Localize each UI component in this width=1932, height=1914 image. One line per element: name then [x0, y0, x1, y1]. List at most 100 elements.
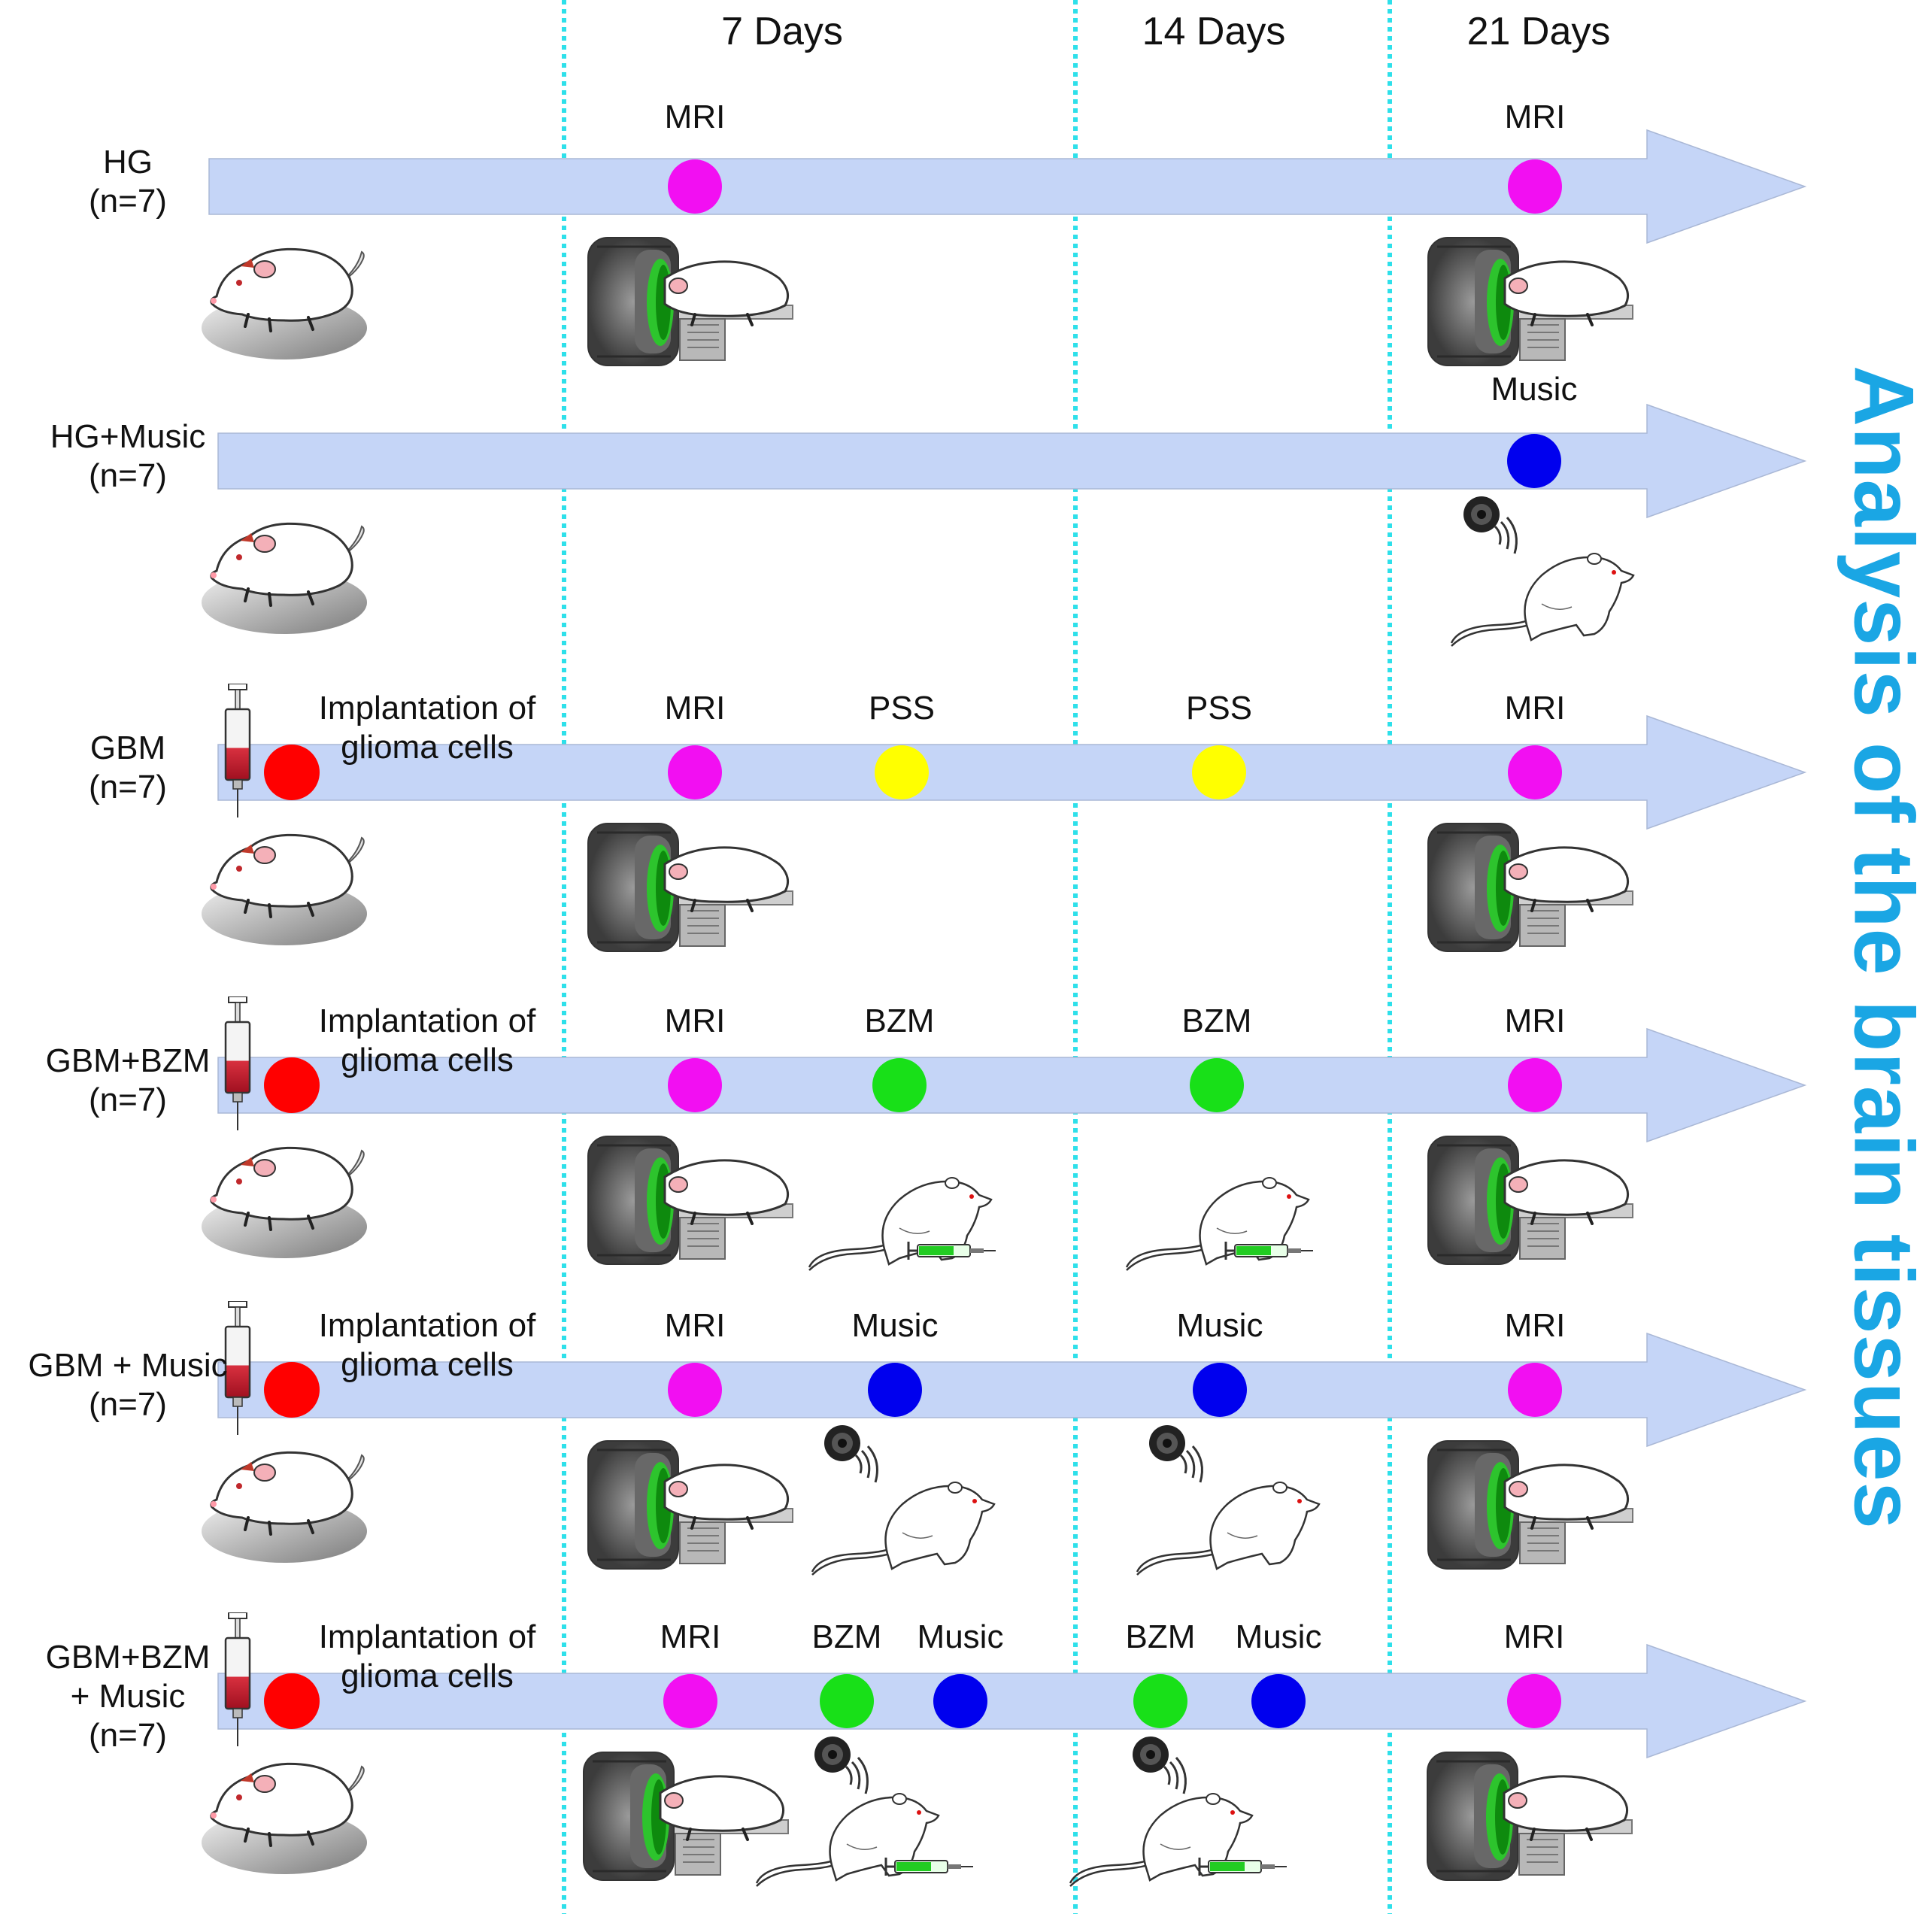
speaker-icon	[823, 1424, 878, 1484]
mri-label: MRI	[1504, 1002, 1566, 1039]
group-name: GBM + Music	[28, 1347, 228, 1384]
mri-scanner-icon	[1427, 1135, 1634, 1266]
syringe-icon	[1224, 1240, 1315, 1261]
group-name: GBM	[89, 730, 166, 766]
music-label: Music	[1491, 371, 1578, 408]
mri-marker	[668, 159, 722, 214]
mri-marker	[668, 1058, 722, 1112]
speaker-icon	[1462, 495, 1518, 555]
mri-scanner-icon	[587, 1439, 794, 1570]
rat-on-platform-icon	[200, 1451, 369, 1564]
mri-marker	[1507, 1674, 1561, 1728]
mri-label: MRI	[664, 690, 726, 726]
mri-scanner-icon	[1427, 822, 1634, 953]
bzm-label: BZM	[811, 1618, 882, 1655]
implantation-label: Implantation of	[318, 690, 536, 726]
group-name: (n=7)	[89, 1386, 167, 1423]
speaker-icon	[813, 1735, 869, 1795]
bzm-label: BZM	[1125, 1618, 1196, 1655]
mri-scanner-icon	[587, 822, 794, 953]
music-label: Music	[1235, 1618, 1322, 1655]
implantation-marker	[264, 1362, 320, 1418]
timeline-arrow	[217, 714, 1807, 830]
mri-label: MRI	[1504, 690, 1566, 726]
music-marker	[868, 1363, 922, 1417]
mri-scanner-icon	[587, 1135, 794, 1266]
implantation-label: glioma cells	[341, 1658, 514, 1694]
syringe-icon	[1198, 1856, 1288, 1877]
bzm-label: BZM	[864, 1002, 935, 1039]
rat-outline-icon	[1450, 552, 1635, 648]
timeline-arrow	[217, 403, 1807, 519]
rat-on-platform-icon	[200, 247, 369, 361]
group-name: (n=7)	[89, 1081, 167, 1118]
implantation-label: Implantation of	[318, 1002, 536, 1039]
mri-label: MRI	[664, 1307, 726, 1344]
implantation-marker	[264, 745, 320, 800]
implantation-marker	[264, 1673, 320, 1729]
timepoint-label: 14 Days	[1142, 10, 1286, 53]
music-marker	[933, 1674, 987, 1728]
analysis-label: Analysis of the brain tissues	[1805, 361, 1932, 1534]
implantation-label: glioma cells	[341, 1346, 514, 1383]
mri-scanner-icon	[587, 236, 794, 367]
rat-on-platform-icon	[200, 522, 369, 635]
timepoint-dividers	[562, 0, 1392, 1914]
pss-label: PSS	[1185, 690, 1253, 726]
implantation-label: glioma cells	[341, 1042, 514, 1078]
mri-marker	[1508, 1363, 1562, 1417]
mri-label: MRI	[1504, 1307, 1566, 1344]
mri-label: MRI	[664, 99, 726, 135]
group-name: (n=7)	[89, 183, 167, 220]
implantation-label: Implantation of	[318, 1307, 536, 1344]
rat-outline-icon	[811, 1481, 996, 1576]
music-label: Music	[851, 1307, 939, 1344]
mri-marker	[1508, 745, 1562, 799]
mri-label: MRI	[1503, 1618, 1565, 1655]
mri-label: MRI	[1504, 99, 1566, 135]
rat-on-platform-icon	[200, 833, 369, 947]
syringe-icon	[884, 1856, 975, 1877]
music-label: Music	[917, 1618, 1004, 1655]
bzm-marker	[872, 1058, 927, 1112]
timeline-arrow	[217, 1027, 1807, 1143]
group-name: (n=7)	[89, 457, 167, 494]
mri-scanner-icon	[1427, 1439, 1634, 1570]
mri-label: MRI	[660, 1618, 721, 1655]
rat-on-platform-icon	[200, 1762, 369, 1876]
rat-outline-icon	[1136, 1481, 1321, 1576]
music-marker	[1507, 434, 1561, 488]
mri-marker	[1508, 159, 1562, 214]
mri-label: MRI	[664, 1002, 726, 1039]
mri-marker	[668, 745, 722, 799]
mri-scanner-icon	[582, 1751, 790, 1882]
mri-scanner-icon	[1427, 236, 1634, 367]
pss-marker	[875, 745, 929, 799]
event-markers	[264, 159, 1562, 1729]
timeline-arrow	[217, 1643, 1807, 1759]
bzm-marker	[1190, 1058, 1244, 1112]
music-marker	[1193, 1363, 1247, 1417]
bzm-marker	[820, 1674, 874, 1728]
rat-on-platform-icon	[200, 1146, 369, 1260]
timepoint-label: 21 Days	[1466, 10, 1611, 53]
group-name: GBM+BZM	[45, 1042, 211, 1079]
bzm-marker	[1133, 1674, 1187, 1728]
timeline-arrow	[208, 129, 1807, 244]
pss-marker	[1192, 745, 1246, 799]
implantation-label: glioma cells	[341, 729, 514, 766]
group-name: GBM+BZM	[45, 1639, 211, 1676]
mri-marker	[668, 1363, 722, 1417]
music-label: Music	[1176, 1307, 1263, 1344]
music-marker	[1251, 1674, 1306, 1728]
analysis-title: Analysis of the brain tissues	[1836, 366, 1931, 1530]
pss-label: PSS	[868, 690, 936, 726]
bzm-label: BZM	[1181, 1002, 1252, 1039]
timeline-arrow	[217, 1332, 1807, 1448]
speaker-icon	[1131, 1735, 1187, 1795]
speaker-icon	[1148, 1424, 1203, 1484]
implantation-label: Implantation of	[318, 1618, 536, 1655]
group-name: HG	[103, 144, 153, 180]
implantation-marker	[264, 1057, 320, 1113]
